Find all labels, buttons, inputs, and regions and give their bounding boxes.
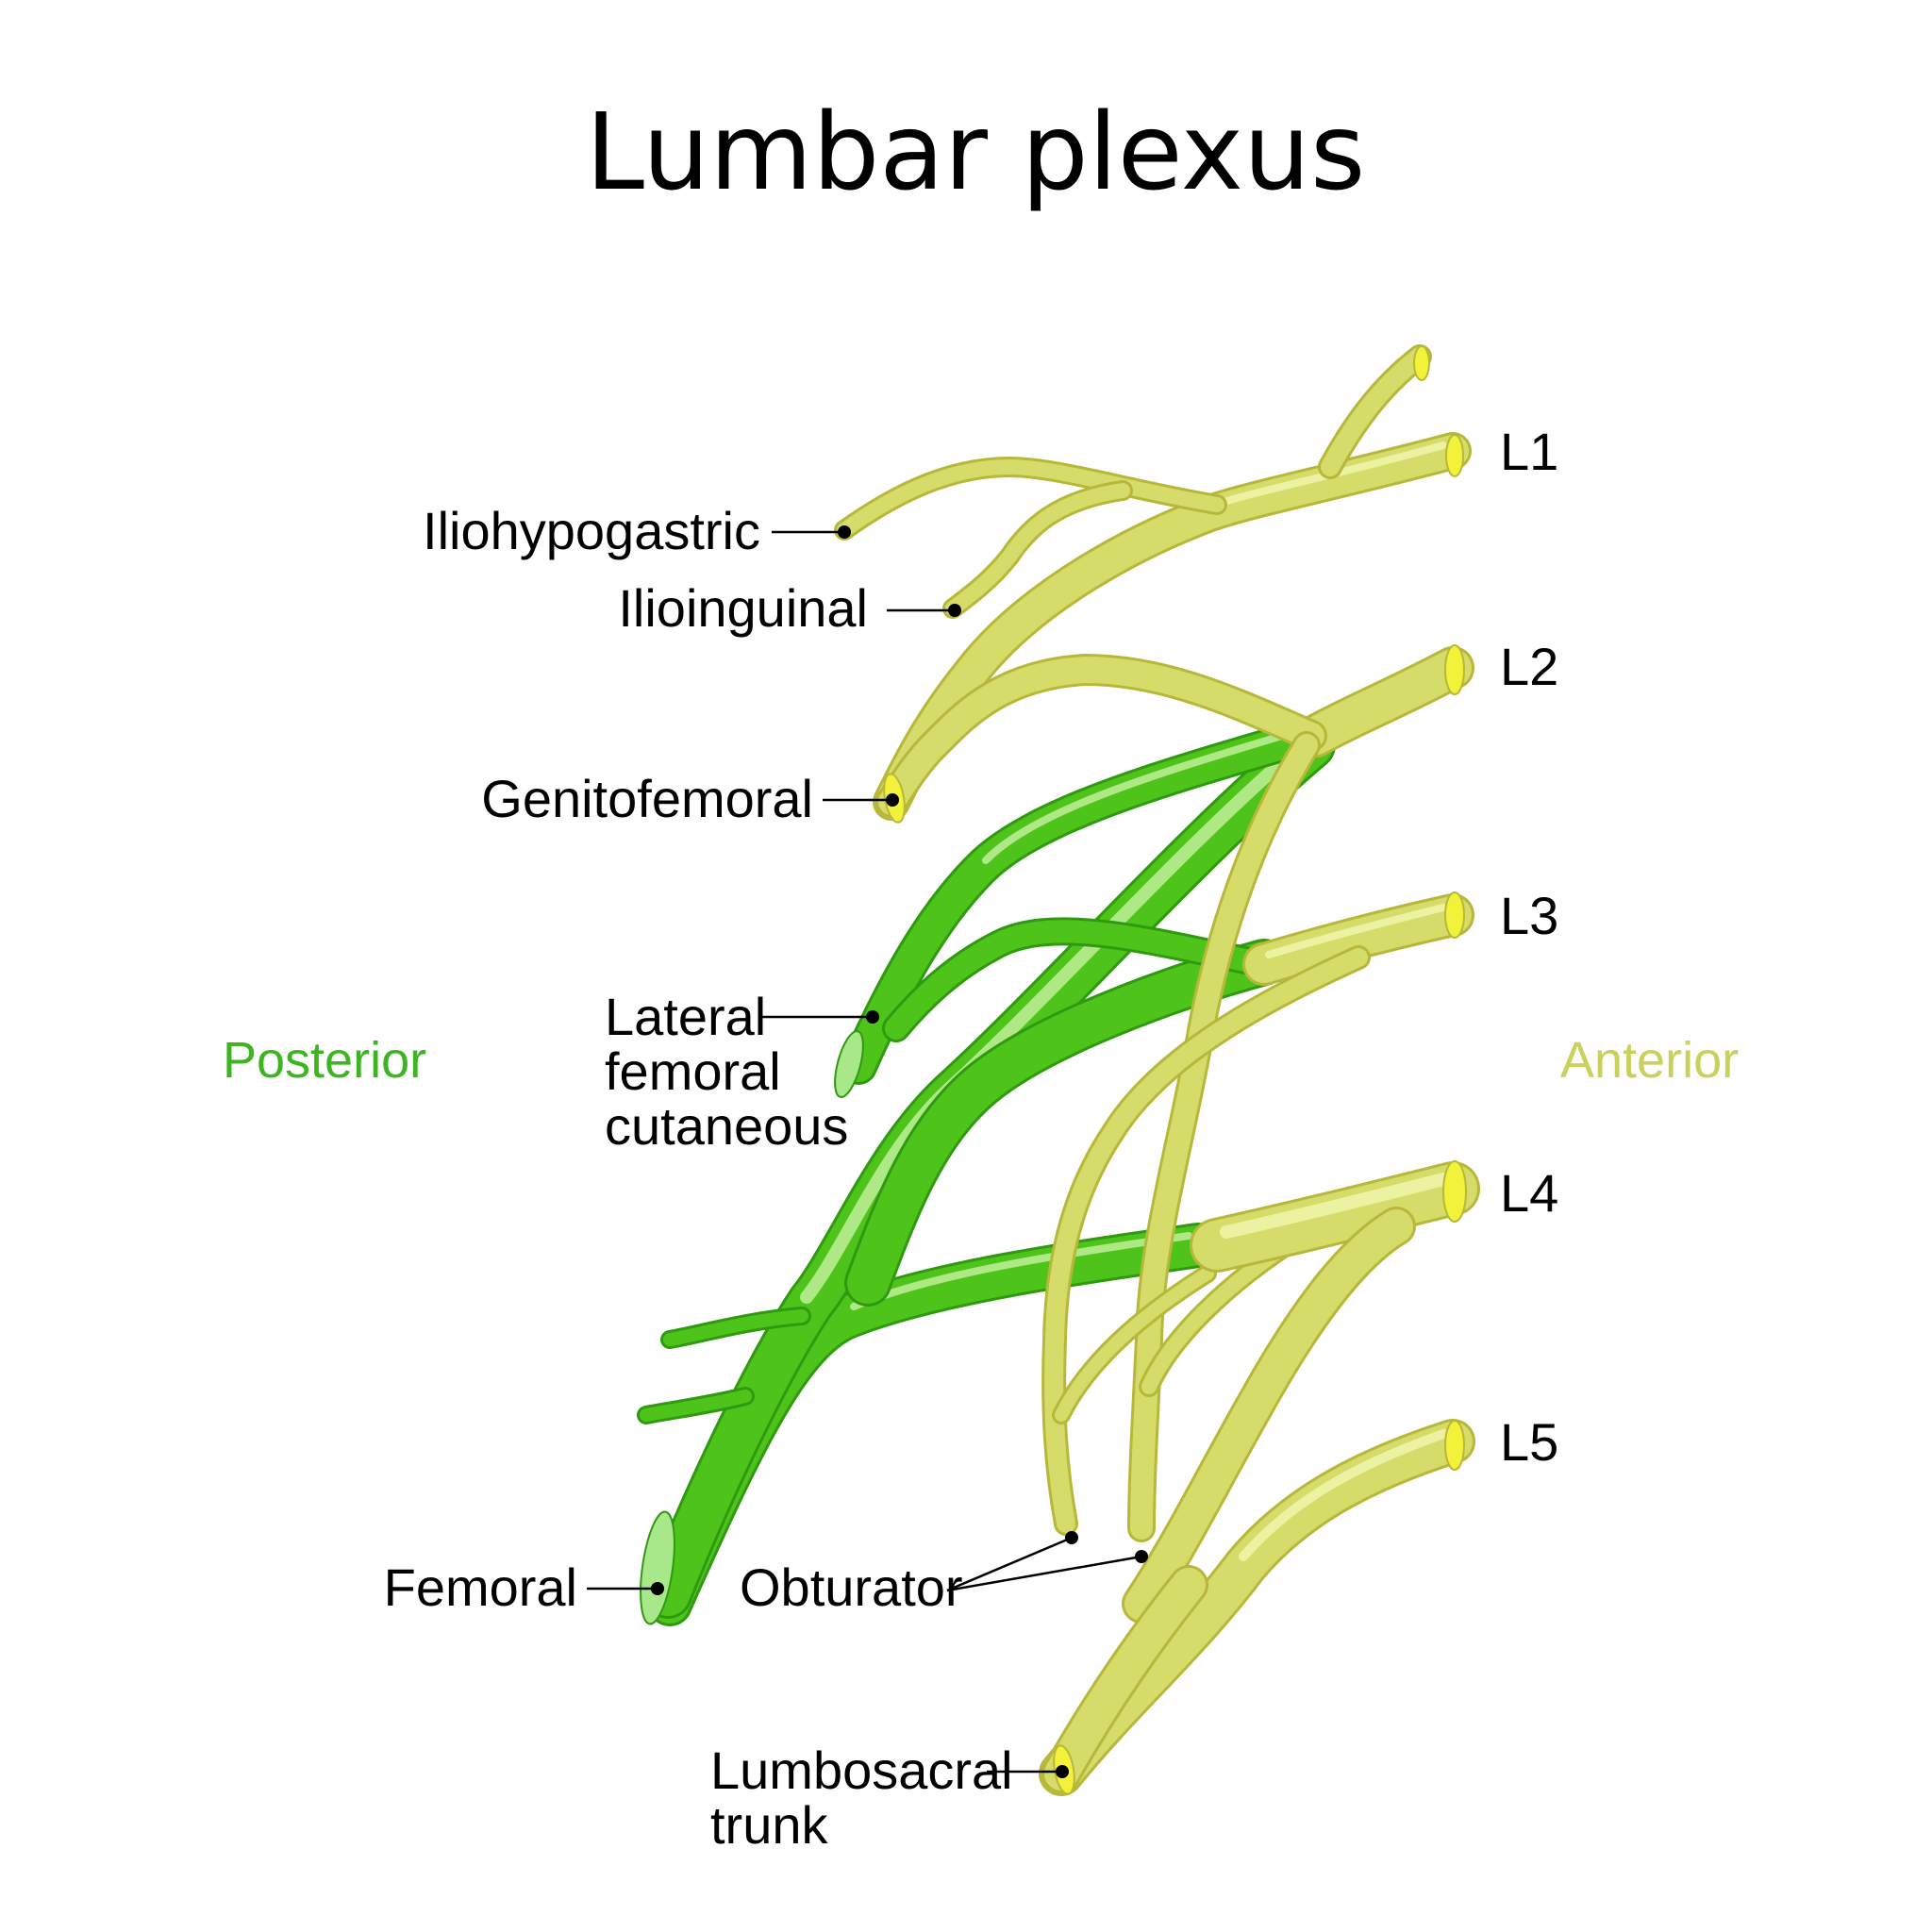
label-lfc-line-2: femoral [605,1041,781,1101]
obturator-nerve [1041,731,1371,1542]
femoral-nerve-l3-branch [844,939,1288,1307]
root-label-l2: L2 [1500,637,1558,696]
femoral-muscular-branches [637,1307,811,1424]
root-label-l4: L4 [1500,1163,1558,1223]
root-label-l5: L5 [1500,1412,1558,1472]
root-label-l1: L1 [1500,422,1558,481]
l1-upper-cut-end [1413,345,1430,381]
anterior-division-nerves [834,344,1480,1796]
label-femoral-text: Femoral [384,1557,577,1617]
lateral-femoral-cutaneous-cut-end [834,1030,864,1098]
root-label-l3: L3 [1500,886,1558,945]
femoral-nerve-cut-end [640,1510,675,1625]
l1-root-cut-end [1445,434,1464,477]
l3-root-nerves [1242,893,1474,986]
label-obturator: Obturator [740,1531,1148,1617]
anterior-side-label: Anterior [1560,1032,1739,1089]
l4-root-cut-end [1442,1160,1467,1223]
label-lumbosacral-line-2: trunk [710,1795,828,1855]
label-genitofemoral: Genitofemoral [481,769,899,828]
l5-root-cut-end [1444,1420,1465,1471]
posterior-side-label: Posterior [223,1032,426,1089]
lumbosacral-trunk [1039,1419,1475,1796]
l2-root-cut-end [1444,644,1465,695]
label-obturator-text: Obturator [740,1557,963,1617]
label-lumbosacral-line-1: Lumbosacral [710,1740,1013,1800]
label-ilioinguinal-text: Ilioinguinal [618,578,868,638]
lateral-femoral-cutaneous-nerve [840,717,1325,1085]
label-lfc-line-1: Lateral [605,987,766,1046]
label-lfc-line-3: cutaneous [605,1096,848,1156]
l3-root-cut-end [1444,891,1465,939]
label-iliohypogastric: Iliohypogastric [423,501,851,560]
label-lumbosacral-trunk: Lumbosacral trunk [710,1740,1069,1855]
label-iliohypogastric-text: Iliohypogastric [423,501,760,560]
label-ilioinguinal: Ilioinguinal [618,578,961,638]
label-lateral-femoral-cutaneous: Lateral femoral cutaneous [605,987,879,1156]
diagram-title: Lumbar plexus [586,92,1366,214]
l4-root-nerves [1122,1161,1480,1624]
label-femoral: Femoral [384,1557,664,1617]
label-genitofemoral-text: Genitofemoral [481,769,813,828]
l2-root-nerves [875,646,1474,818]
